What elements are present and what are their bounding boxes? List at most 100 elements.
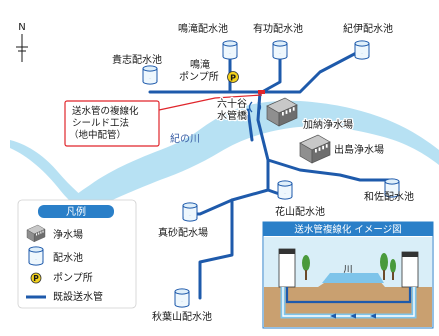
pump-glyph: P (230, 74, 236, 83)
reservoir-top (174, 288, 190, 295)
callout-line1: 送水管の複線化 (72, 105, 139, 117)
pipe-segment (258, 48, 364, 94)
reservoir-mask (29, 259, 43, 263)
label-narutaki: 鳴滝配水池 (178, 22, 228, 35)
inset-tree-trunk (305, 270, 307, 280)
legend-icons: P (26, 224, 46, 299)
plant-window (325, 144, 328, 148)
legend-item-label: 配水池 (53, 251, 83, 264)
pump-label-line1: 鳴滝 (190, 58, 210, 71)
pump-label-line2: ポンプ所 (179, 71, 219, 83)
reservoir-top (354, 40, 370, 47)
reservoir-mask (278, 193, 292, 197)
pipe-segment (260, 48, 282, 94)
reservoir-icon-hanayama (277, 180, 293, 200)
inset-river-label: 川 (343, 265, 352, 275)
reservoir-mask (183, 215, 197, 219)
callout-dual-pipeline: 送水管の複線化 シールド工法 （地中配管） (64, 90, 265, 147)
pump-station-narutaki: 鳴滝 ポンプ所 P (179, 58, 239, 83)
reservoir-mask (355, 53, 369, 57)
legend-item-label: 浄水場 (53, 228, 83, 241)
inset-flow-arrow (370, 313, 376, 319)
callout-tip-marker (258, 90, 265, 94)
label-manago: 真砂配水場 (158, 226, 208, 239)
callout-box (64, 100, 160, 147)
reservoir-icon-yuko (272, 40, 288, 60)
plant-window (285, 110, 288, 114)
reservoir-top (142, 65, 158, 72)
reservoir-mask (223, 53, 237, 57)
label-kanou: 加納浄水場 (303, 118, 353, 131)
water-plant-icon (26, 224, 46, 243)
plant-window (315, 149, 317, 153)
legend-title-bg (38, 205, 114, 218)
plant-window (42, 230, 44, 233)
plant-window (282, 112, 284, 116)
bridge-label-line2: 水管橋 (217, 109, 247, 122)
plant-window (292, 107, 295, 111)
inset-building-right-roof (402, 252, 418, 257)
legend-item-label: 既設送水管 (53, 290, 103, 303)
water-plants (266, 97, 331, 164)
pump-station-icon (227, 71, 239, 83)
reservoir-mask (273, 53, 287, 57)
water-plant-icon-kanou (266, 97, 298, 127)
callout-line3: （地中配管） (69, 129, 126, 141)
river (10, 100, 439, 240)
inset-flow-arrow (350, 313, 356, 319)
plant-wall-right (33, 228, 46, 243)
inset-tree (380, 253, 388, 271)
label-hanayama: 花山配水池 (275, 205, 325, 218)
callout-leader-line (158, 94, 263, 111)
reservoir-icon-kishi (142, 65, 158, 85)
inset-title-bg (263, 222, 433, 236)
label-dejima: 出島浄水場 (334, 143, 384, 156)
plant-wall-right (278, 104, 298, 127)
river-label: 紀の川 (170, 132, 200, 145)
plant-window (318, 147, 321, 151)
north-arrow: N (16, 22, 28, 62)
inset-pipe-upper (285, 287, 412, 304)
north-label: N (18, 22, 25, 33)
inset-tree (390, 259, 396, 273)
plant-wall-right (311, 141, 331, 164)
legend: 凡例 P 浄水場 配水池 ポンプ所 既設送水管 (17, 199, 137, 309)
plant-window (289, 108, 291, 113)
water-plant-icon-dejima (299, 134, 331, 164)
label-kishi: 貴志配水池 (112, 53, 162, 66)
reservoir-icon-wasa (384, 178, 400, 198)
reservoirs (142, 40, 400, 308)
reservoir-top (222, 40, 238, 47)
callout-line2: シールド工法 (72, 117, 129, 129)
reservoir-icon (28, 246, 44, 266)
plant-window (36, 233, 38, 236)
plant-window (322, 145, 324, 150)
pump-glyph: P (33, 274, 39, 283)
reservoir-mask (385, 191, 399, 195)
legend-item-label: ポンプ所 (53, 272, 93, 284)
reservoir-top (272, 40, 288, 47)
reservoir-icon-narutaki (222, 40, 238, 60)
inset-river-water (322, 273, 384, 283)
reservoir-icon-akibasan (174, 288, 190, 308)
pump-station-icon (30, 272, 42, 284)
label-wasa: 和佐配水池 (364, 190, 414, 203)
reservoir-top (384, 178, 400, 185)
label-kii: 紀伊配水池 (343, 22, 393, 35)
inset-pipe-lower-core (282, 287, 415, 317)
reservoir-icon-manago (182, 202, 198, 222)
plant-window (40, 231, 42, 234)
inset-building-left (278, 248, 296, 288)
legend-plant-icon (26, 224, 46, 243)
inset-tree-trunk (383, 270, 385, 280)
bridge-mark-left (248, 101, 253, 113)
pipe-segment (246, 108, 254, 142)
reservoir-icon-kii (354, 40, 370, 60)
river-tributary (10, 140, 100, 218)
inset-flow-arrow (330, 313, 336, 319)
pipe-segment (198, 188, 270, 300)
inset-diagram: 送水管複線化 イメージ図 川 (262, 221, 434, 329)
plant-window (38, 232, 40, 235)
reservoir-mask (143, 78, 157, 82)
